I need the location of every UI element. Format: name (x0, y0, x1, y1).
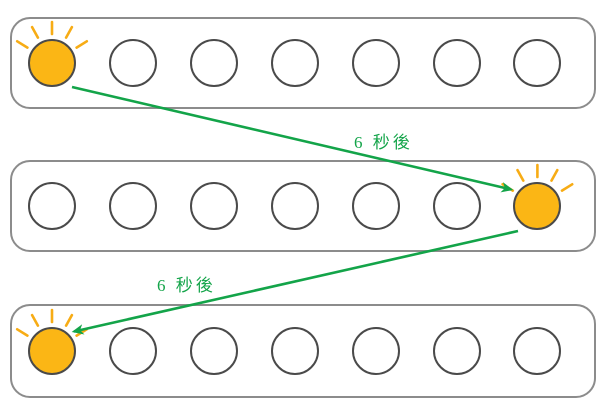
bulb-off (189, 182, 238, 230)
arrow-label-6-seconds-1: 6 秒後 (354, 133, 413, 152)
bulb-off (189, 39, 238, 87)
bulb-off (108, 39, 157, 87)
lamp-row-1 (10, 17, 596, 109)
bulb-off (513, 327, 562, 375)
bulb-lit (28, 327, 76, 375)
arrow-label-6-seconds-2: 6 秒後 (157, 276, 216, 295)
bulb-off (270, 327, 319, 375)
bulb-off (351, 327, 400, 375)
bulb-lit (513, 182, 562, 230)
bulb-off (189, 327, 238, 375)
bulb-lit (28, 39, 76, 87)
lamp-row-3 (10, 304, 596, 398)
bulb-off (270, 182, 319, 230)
bulb-off (432, 39, 481, 87)
bulb-off (108, 182, 157, 230)
bulb-off (270, 39, 319, 87)
lamp-row-2 (10, 160, 596, 252)
bulb-off (108, 327, 157, 375)
bulb-off (351, 39, 400, 87)
bulb-off (513, 39, 562, 87)
bulb-off (351, 182, 400, 230)
bulb-off (432, 182, 481, 230)
bulb-off (28, 182, 76, 230)
bulb-off (432, 327, 481, 375)
